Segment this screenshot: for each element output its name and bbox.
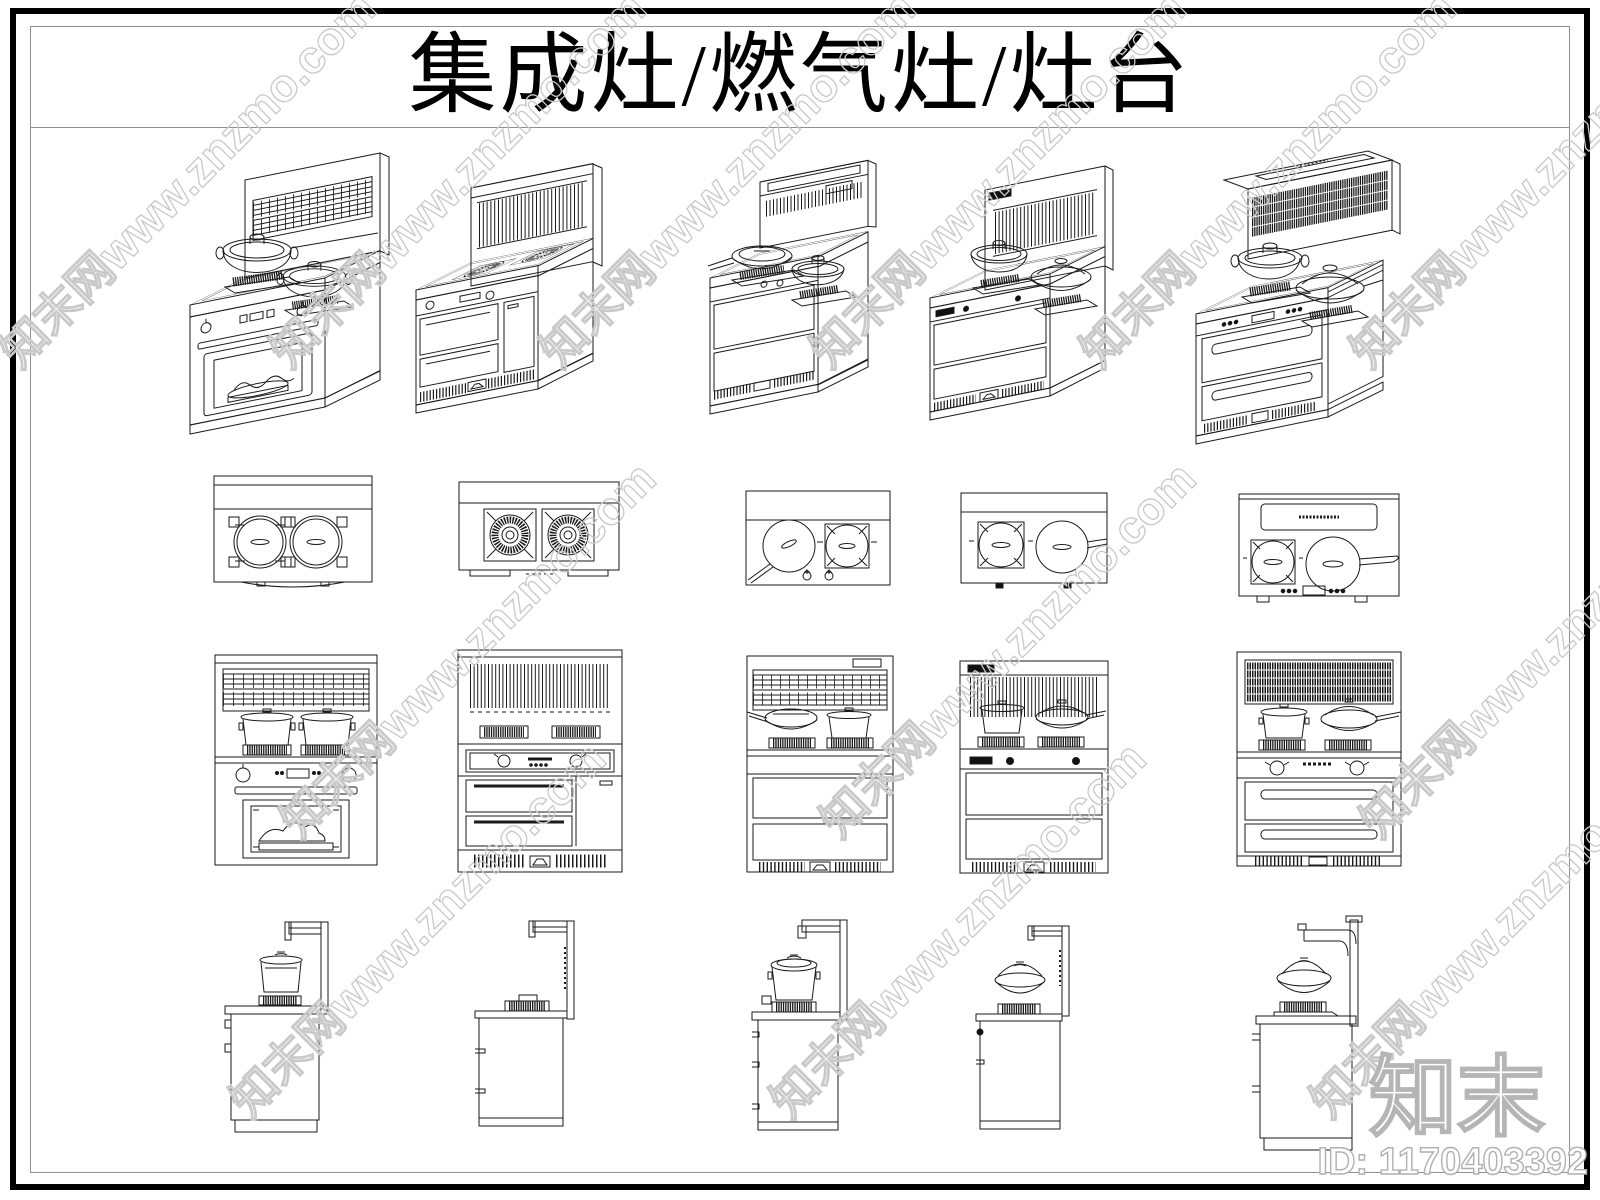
drawing-front-dark-hood [1236,651,1402,867]
sheet-outer-border [10,8,1590,1190]
drawing-top-pan-pot [745,490,891,586]
drawing-iso-stove-two-pots-oven [189,152,390,435]
drawing-front-wok-drawers [746,655,894,873]
drawing-iso-stove-two-burners [415,162,603,414]
drawing-top-control-panel [1238,493,1400,603]
drawing-top-pot-pan [960,492,1108,589]
drawing-iso-stove-pot-wok [929,165,1114,421]
drawing-front-control-bar [457,649,623,873]
drawing-side-cabinet-pot [224,921,329,1133]
drawing-side-cabinet-burner [474,920,575,1127]
drawing-top-two-pots [213,475,373,588]
title-band: 集成灶/燃气灶/灶台 [31,27,1569,128]
drawing-iso-stove-large [1195,150,1401,445]
drawing-front-pot-wok [959,660,1109,874]
drawing-side-cabinet-curved-duct [1252,915,1363,1151]
sheet-inner-border [30,26,1570,1173]
drawing-side-cabinet-wok-arm [975,925,1070,1130]
drawing-iso-stove-wok-pot [707,159,877,415]
drawing-front-stove-oven [214,654,378,866]
page-title: 集成灶/燃气灶/灶台 [408,28,1192,125]
drawing-top-two-burners [458,481,620,577]
drawing-side-cabinet-pot-arm [751,919,848,1131]
